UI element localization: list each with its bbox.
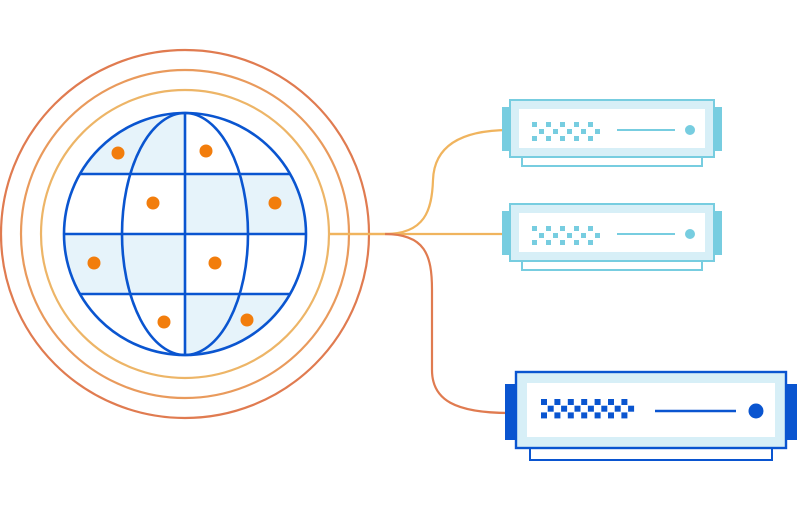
server-status-led [685,229,695,239]
vent-square [594,412,601,419]
location-dot [199,144,213,158]
vent-square [553,129,558,134]
server-vent-grid [541,399,635,419]
server-ear-right [714,107,722,151]
vent-square [539,233,544,238]
vent-square [588,136,593,141]
location-dot [240,313,254,327]
vent-square [588,226,593,231]
server-middle [502,203,722,271]
vent-square [574,226,579,231]
vent-square [601,405,608,412]
vent-square [554,412,561,419]
globe-lines [62,111,308,357]
vent-square [541,399,547,405]
location-dots [87,144,282,329]
server-face [519,213,705,252]
vent-square [574,122,579,127]
server-top [502,99,722,167]
server-face [519,109,705,148]
location-dot [268,196,282,210]
server-vent-grid [532,122,600,141]
server-base [529,447,773,461]
vent-square [581,412,588,419]
vent-square [546,136,551,141]
server-ear-left [505,384,516,440]
vent-square [595,129,600,134]
vent-square [539,129,544,134]
location-dot [157,315,171,329]
vent-square [608,399,614,405]
vent-square [574,405,581,412]
server-ear-right [786,384,797,440]
location-dot [146,196,160,210]
vent-square [621,412,628,419]
location-dot [208,256,222,270]
vent-square [546,240,551,245]
vent-square [546,226,551,231]
server-vent-grid [532,226,600,245]
connector-bottom [384,232,511,415]
server-status-led [748,403,764,419]
vent-square [560,122,565,127]
server-ear-left [502,107,510,151]
vent-square [532,122,537,127]
connector-top [330,128,511,236]
vent-square [554,399,561,405]
vent-square [532,240,537,245]
ring-inner [39,88,331,380]
vent-square [581,129,586,134]
vent-square [581,399,588,405]
vent-square [628,405,635,412]
vent-square [560,226,565,231]
vent-square [587,405,594,412]
vent-square [561,405,568,412]
vent-square [553,233,558,238]
vent-square [560,136,565,141]
vent-square [588,122,593,127]
vent-square [574,240,579,245]
vent-square [581,233,586,238]
vent-square [574,136,579,141]
vent-square [608,412,614,419]
vent-square [595,233,600,238]
vent-square [567,412,574,419]
vent-square [532,226,537,231]
vent-square [546,122,551,127]
server-base [521,156,703,167]
server-bottom [505,370,797,461]
server-base [521,260,703,271]
vent-square [560,240,565,245]
globe-icon [62,111,308,357]
vent-square [567,129,572,134]
vent-square [547,405,554,412]
vent-square [567,399,574,405]
server-status-led [685,125,695,135]
server-ear-left [502,211,510,255]
vent-square [532,136,537,141]
vent-square [541,412,547,419]
connectors [330,128,511,415]
vent-square [614,405,621,412]
location-dot [87,256,101,270]
location-dot [111,146,125,160]
server-ear-right [714,211,722,255]
vent-square [594,399,601,405]
vent-square [621,399,628,405]
vent-square [588,240,593,245]
vent-square [567,233,572,238]
